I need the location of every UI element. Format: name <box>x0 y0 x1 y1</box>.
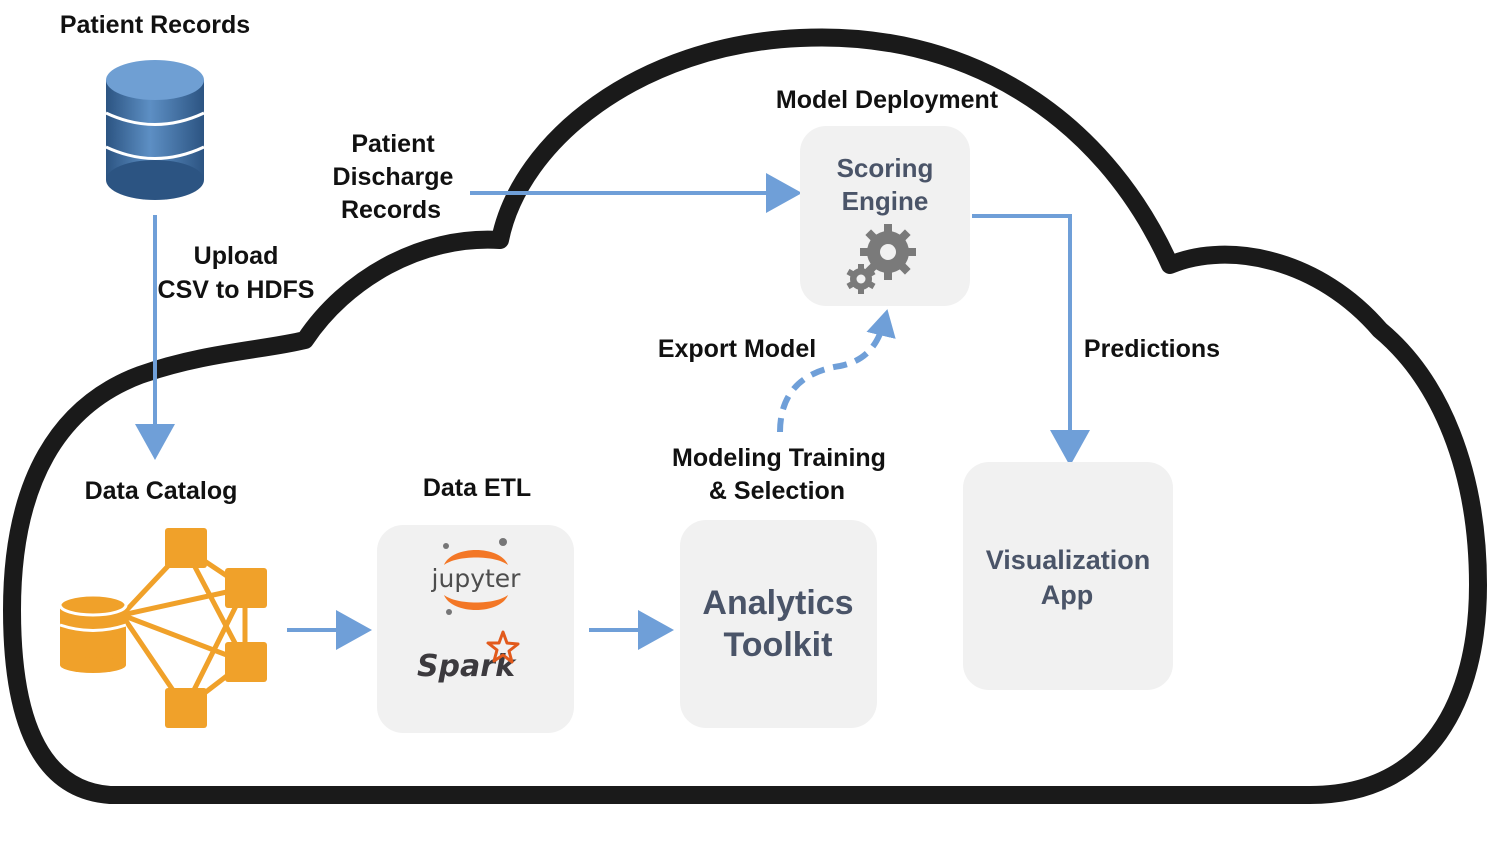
model-deployment-label: Model Deployment <box>776 86 999 114</box>
data-etl-label: Data ETL <box>423 474 531 502</box>
scoring-engine-line2: Engine <box>842 186 929 216</box>
jupyter-logo-text: jupyter <box>431 564 522 593</box>
modeling-label-line1: Modeling Training <box>672 444 886 472</box>
scoring-engine-box: Scoring Engine <box>800 126 970 306</box>
discharge-label-line2: Discharge <box>333 163 454 191</box>
export-model-label: Export Model <box>658 335 816 363</box>
database-icon <box>105 60 205 200</box>
scoring-engine-line1: Scoring <box>837 153 934 183</box>
spark-logo: Spark <box>417 630 520 684</box>
cloud-outline <box>3 28 1487 804</box>
predictions-arrow <box>972 214 1090 466</box>
predictions-label: Predictions <box>1084 335 1220 363</box>
spark-logo-text: Spark <box>417 649 517 684</box>
patient-records-label: Patient Records <box>60 11 250 39</box>
visualization-app-line1: Visualization <box>986 545 1151 575</box>
data-catalog-network-icon <box>58 528 267 728</box>
analytics-toolkit-line1: Analytics <box>702 584 853 622</box>
data-catalog-label: Data Catalog <box>85 477 238 505</box>
upload-label-line2: CSV to HDFS <box>158 276 315 304</box>
export-model-arrow <box>777 309 896 433</box>
data-etl-box: jupyter Spark <box>377 525 574 733</box>
analytics-toolkit-line2: Toolkit <box>724 626 833 664</box>
jupyter-logo: jupyter <box>431 538 522 615</box>
gears-icon <box>846 224 916 294</box>
visualization-app-line2: App <box>1041 580 1093 610</box>
analytics-toolkit-box: Analytics Toolkit <box>680 520 877 728</box>
discharge-label-line1: Patient <box>351 130 435 158</box>
modeling-label-line2: & Selection <box>709 477 845 505</box>
visualization-app-box: Visualization App <box>963 462 1173 690</box>
upload-label-line1: Upload <box>194 242 279 270</box>
discharge-label-line3: Records <box>341 196 441 224</box>
